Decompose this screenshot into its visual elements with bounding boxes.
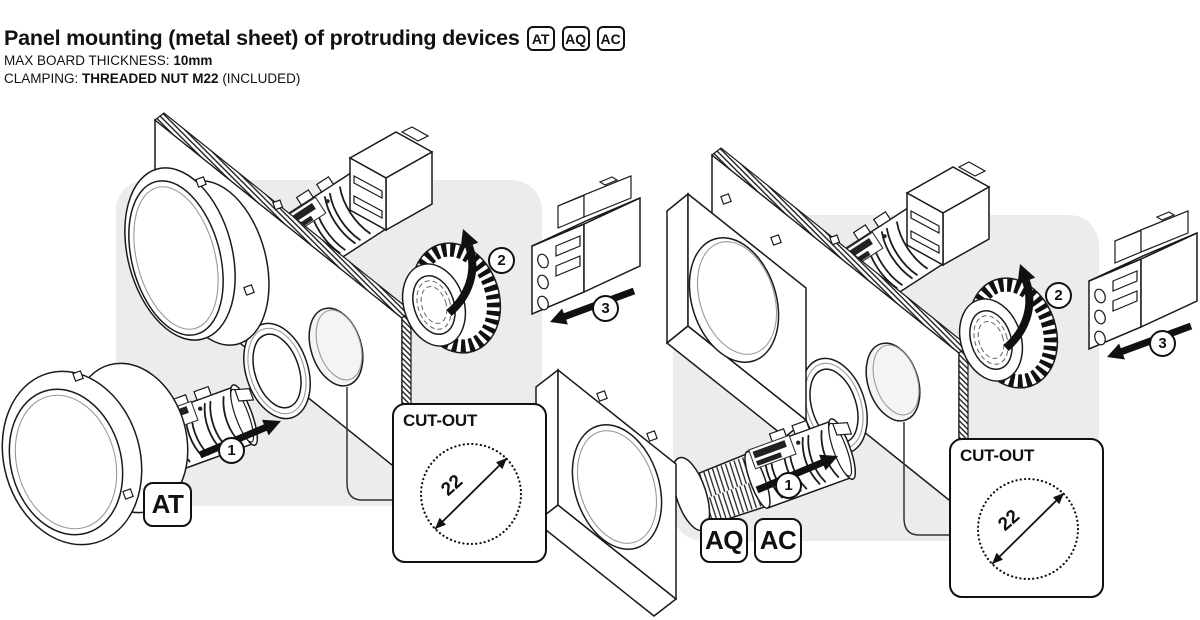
front-device-square — [534, 368, 868, 617]
bezel-notch — [770, 234, 782, 246]
step-1-marker-left: 1 — [218, 437, 245, 464]
bezel-notch — [243, 284, 255, 296]
device-badge-ac: AC — [754, 518, 802, 563]
page-title: Panel mounting (metal sheet) of protrudi… — [4, 26, 520, 50]
cutout-drawing — [976, 477, 1080, 581]
spec-label: MAX BOARD THICKNESS: — [4, 53, 170, 68]
step-1-marker-right: 1 — [775, 472, 802, 499]
header: Panel mounting (metal sheet) of protrudi… — [4, 26, 625, 87]
cutout-title: CUT-OUT — [403, 411, 478, 430]
cutout-circle — [976, 477, 1080, 581]
spec-suffix: (INCLUDED) — [222, 71, 301, 86]
mounted-round-bezel — [124, 167, 270, 346]
mounted-square-bezel — [665, 192, 808, 438]
bezel-notch — [646, 430, 658, 442]
header-badge-aq: AQ — [561, 26, 590, 51]
cutout-spec-box-right: CUT-OUT 22 — [949, 438, 1104, 598]
device-badge-aq: AQ — [700, 518, 748, 563]
bezel-notch — [720, 193, 732, 205]
diagram-aq-ac — [534, 148, 1197, 617]
step-3-marker-left: 3 — [592, 295, 619, 322]
bezel-notch — [195, 176, 207, 188]
spec-value: 10mm — [173, 53, 213, 68]
bezel-notch — [596, 390, 608, 402]
header-badge-ac: AC — [596, 26, 625, 51]
spec-clamping: CLAMPING: THREADED NUT M22 (INCLUDED) — [4, 70, 625, 87]
bezel-notch — [72, 370, 84, 382]
cutout-title: CUT-OUT — [960, 446, 1035, 465]
cutout-spec-box-left: CUT-OUT 22 — [392, 403, 547, 563]
title-row: Panel mounting (metal sheet) of protrudi… — [4, 26, 625, 51]
diameter-arrow — [991, 492, 1065, 565]
cutout-drawing — [419, 442, 523, 546]
step-2-marker-left: 2 — [488, 247, 515, 274]
bezel-side-left — [666, 192, 689, 345]
cutout-circle — [419, 442, 523, 546]
spec-value: THREADED NUT M22 — [82, 71, 219, 86]
spec-label: CLAMPING: — [4, 71, 79, 86]
step-3-marker-right: 3 — [1149, 330, 1176, 357]
spec-board-thickness: MAX BOARD THICKNESS: 10mm — [4, 52, 625, 69]
device-badge-at: AT — [143, 482, 192, 527]
step-2-marker-right: 2 — [1045, 282, 1072, 309]
header-badge-at: AT — [526, 26, 555, 51]
diameter-arrow — [434, 457, 508, 530]
bezel-notch — [122, 488, 134, 500]
